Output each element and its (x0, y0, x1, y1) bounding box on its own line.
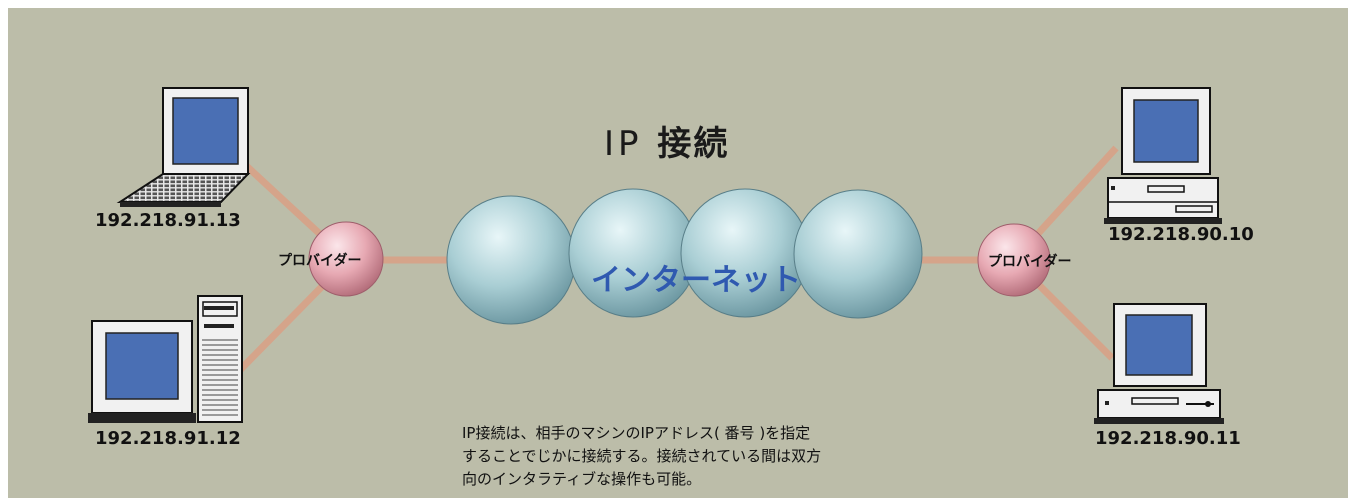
tower-desktop-icon (88, 295, 243, 423)
caption: IP接続は、相手のマシンのIPアドレス( 番号 )を指定 することでじかに接続す… (462, 422, 932, 491)
provider-node-left (308, 221, 384, 297)
caption-line: することでじかに接続する。接続されている間は双方 (462, 447, 822, 465)
title-prefix: IP (604, 124, 643, 164)
desktop-icon-bottom (1094, 303, 1224, 424)
cloud-sphere (446, 195, 576, 325)
diagram-canvas (88, 87, 1224, 424)
diagram-title: IP 接続 (604, 116, 729, 165)
host-ip-left-bottom: 192.218.91.12 (95, 428, 241, 449)
provider-node-right (977, 223, 1051, 297)
provider-label-right: プロバイダー (988, 254, 1072, 270)
host-ip-right-bottom: 192.218.90.11 (1095, 428, 1241, 449)
caption-line: IP接続は、相手のマシンのIPアドレス( 番号 )を指定 (462, 424, 811, 442)
laptop-icon (116, 87, 251, 207)
host-ip-right-top: 192.218.90.10 (1108, 224, 1254, 245)
desktop-icon-top (1104, 87, 1222, 224)
host-ip-left-top: 192.218.91.13 (95, 210, 241, 231)
provider-label-left: プロバイダー (278, 253, 362, 269)
internet-label: インターネット (591, 263, 801, 298)
ip-connection-diagram: IP 接続 インターネット プロバイダー プロバイダー 192.218.91.1… (8, 8, 1348, 498)
title-main: 接続 (657, 124, 730, 164)
caption-line: 向のインタラティブな操作も可能。 (462, 470, 702, 488)
internet-cloud (446, 188, 923, 325)
cloud-sphere (793, 189, 923, 319)
